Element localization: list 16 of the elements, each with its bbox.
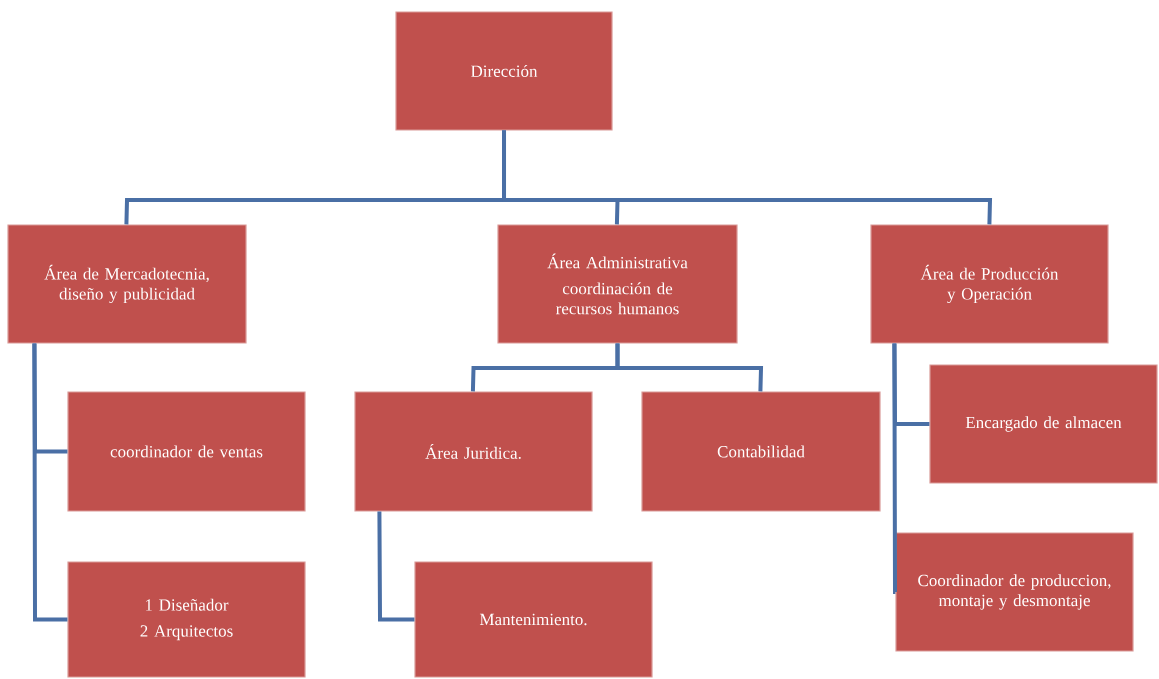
connector-line xyxy=(502,130,993,225)
org-box: Mantenimiento. xyxy=(414,561,653,678)
org-box: Área Juridica. xyxy=(354,391,593,512)
org-box: Área de Mercadotecnia, diseño y publicidad xyxy=(7,224,247,344)
connector-line xyxy=(615,343,764,392)
org-box: coordinador de ventas xyxy=(67,391,306,512)
connector-line xyxy=(892,343,898,594)
connector-line xyxy=(32,343,68,622)
org-box: Dirección xyxy=(395,11,613,131)
connector-line xyxy=(377,511,415,622)
org-box: Encargado de almacen xyxy=(929,364,1158,484)
org-box: Coordinador de produccion, montaje y desmontaje xyxy=(895,532,1134,652)
org-box: Área Administrativa coordinación de recursos humanos xyxy=(497,224,738,344)
org-box: Área de Producción y Operación xyxy=(870,224,1109,344)
org-box: Contabilidad xyxy=(641,391,881,512)
org-box: 1 Diseñador 2 Arquitectos xyxy=(67,561,306,678)
